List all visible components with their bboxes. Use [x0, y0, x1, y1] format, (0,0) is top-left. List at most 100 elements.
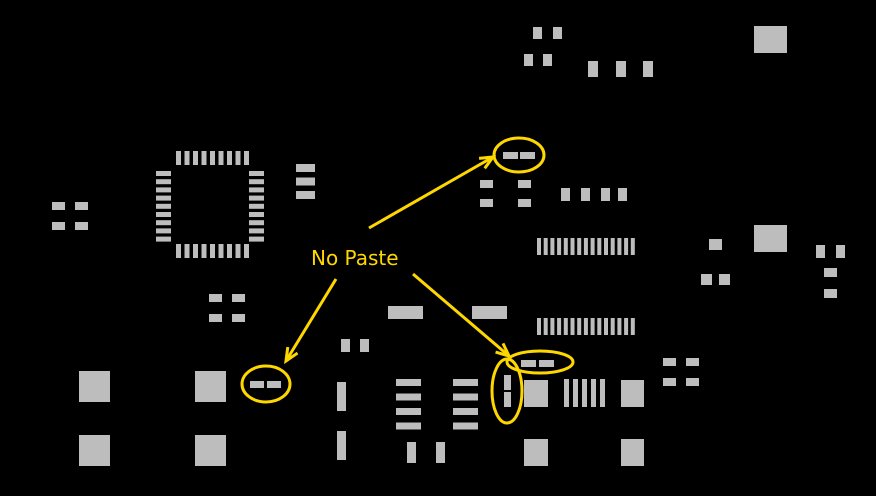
- qfp-pad: [210, 151, 215, 165]
- smd-pad: [75, 202, 88, 210]
- sot-pad: [296, 191, 315, 199]
- smd-pad: [709, 239, 722, 250]
- no-paste-highlight-ellipse: [492, 136, 546, 174]
- qfp-pad: [156, 179, 171, 185]
- smd-pad: [407, 442, 416, 463]
- no-paste-pad: [539, 360, 554, 367]
- smd-pad: [824, 289, 837, 298]
- qfp-pad: [156, 171, 171, 176]
- tssop-pad: [624, 318, 629, 335]
- qfp-pad: [184, 151, 190, 165]
- sot-pad: [588, 61, 598, 77]
- tssop-pad: [563, 318, 568, 335]
- smd-pad: [360, 339, 369, 352]
- qfp-pad: [176, 151, 181, 165]
- soic-pad: [396, 393, 421, 401]
- large-pad: [754, 26, 787, 53]
- qfp-pad: [249, 212, 264, 217]
- smd-pad: [518, 180, 531, 188]
- large-pad: [524, 439, 548, 466]
- tssop-pad: [610, 238, 615, 255]
- no-paste-label: No Paste: [311, 246, 399, 270]
- tssop-pad: [557, 318, 562, 335]
- smd-pad: [824, 268, 837, 277]
- smd-pad: [480, 180, 493, 188]
- smd-pad: [581, 188, 590, 201]
- smd-pad: [337, 382, 346, 411]
- large-pad: [621, 380, 644, 407]
- connector-pad: [564, 379, 569, 407]
- tssop-pad: [610, 318, 615, 335]
- tssop-pad: [583, 318, 588, 335]
- sot-pad: [616, 61, 626, 77]
- sot-pad: [296, 164, 315, 172]
- large-pad: [195, 435, 226, 466]
- smd-pad: [232, 314, 245, 322]
- no-paste-pad: [504, 392, 511, 407]
- no-paste-highlight-ellipse: [240, 364, 292, 404]
- qfp-pad: [227, 151, 232, 165]
- smd-pad: [52, 202, 65, 210]
- tssop-pad: [557, 238, 562, 255]
- large-pad: [524, 380, 548, 407]
- tssop-pad: [577, 238, 582, 255]
- smd-pad: [232, 294, 245, 302]
- smd-pad: [388, 306, 423, 319]
- qfp-pad: [218, 151, 224, 165]
- qfp-pad: [218, 244, 224, 258]
- large-pad: [754, 225, 787, 252]
- connector-pad: [582, 379, 587, 407]
- qfp-pad: [249, 195, 264, 201]
- smd-pad: [601, 188, 610, 201]
- smd-pad: [436, 442, 445, 463]
- no-paste-highlight-ellipse: [505, 349, 575, 375]
- qfp-pad: [249, 228, 264, 234]
- qfp-pad: [156, 203, 171, 209]
- qfp-pad: [249, 203, 264, 209]
- smd-pad: [341, 339, 350, 352]
- smd-pad: [52, 222, 65, 230]
- tssop-pad: [563, 238, 568, 255]
- tssop-pad: [617, 238, 622, 255]
- large-pad: [79, 371, 110, 402]
- qfp-pad: [249, 179, 264, 185]
- qfp-pad: [227, 244, 232, 258]
- no-paste-highlight-ellipse: [490, 357, 524, 425]
- sot-pad: [643, 61, 653, 77]
- qfp-pad: [156, 220, 171, 226]
- tssop-pad: [597, 238, 602, 255]
- no-paste-pad: [503, 152, 518, 159]
- soic-pad: [396, 422, 421, 430]
- qfp-pad: [249, 187, 264, 193]
- qfp-pad: [235, 244, 241, 258]
- smd-pad: [816, 245, 825, 258]
- smd-pad: [543, 54, 552, 66]
- qfp-pad: [249, 236, 264, 242]
- qfp-pad: [156, 228, 171, 234]
- tssop-pad: [617, 318, 622, 335]
- smd-pad: [518, 199, 531, 207]
- no-paste-pad: [504, 375, 511, 390]
- annotation-arrow: [412, 272, 512, 359]
- qfp-pad: [184, 244, 190, 258]
- tssop-pad: [550, 238, 555, 255]
- qfp-pad: [244, 244, 249, 258]
- qfp-pad: [201, 151, 207, 165]
- smd-pad: [209, 294, 222, 302]
- smd-pad: [480, 199, 493, 207]
- large-pad: [79, 435, 110, 466]
- large-pad: [195, 371, 226, 402]
- tssop-pad: [630, 238, 635, 255]
- tssop-pad: [537, 238, 541, 255]
- soic-pad: [453, 393, 478, 401]
- smd-pad: [533, 27, 542, 39]
- tssop-pad: [604, 318, 608, 335]
- tssop-pad: [604, 238, 608, 255]
- qfp-pad: [249, 220, 264, 226]
- qfp-pad: [235, 151, 241, 165]
- tssop-pad: [630, 318, 635, 335]
- pad-layer: [52, 26, 845, 466]
- smd-pad: [686, 378, 699, 386]
- connector-pad: [600, 379, 605, 407]
